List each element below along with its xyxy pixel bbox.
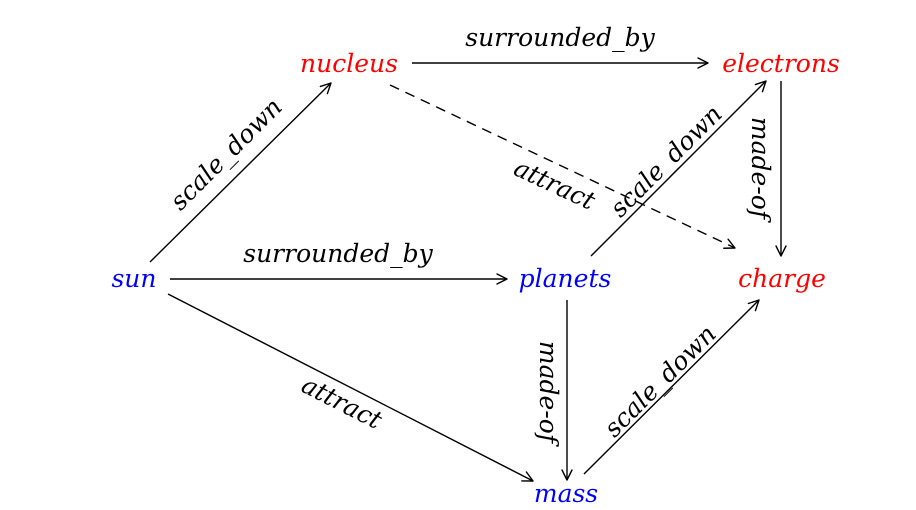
node-charge: charge <box>738 264 826 293</box>
edge-label-electrons-charge: made-of <box>746 117 775 223</box>
edge-label-sun-planets: surrounded_by <box>243 239 433 268</box>
edge-mass-charge <box>583 299 760 475</box>
edge-label-nucleus-electrons: surrounded_by <box>465 23 655 52</box>
nodes: nucleus electrons sun planets charge mas… <box>111 49 839 508</box>
edge-label-sun-mass: attract <box>297 370 388 435</box>
edge-sun-mass <box>167 293 534 482</box>
edge-labels: surrounded_by scale_down surrounded_by a… <box>164 23 775 447</box>
node-planets: planets <box>519 264 612 293</box>
edge-nucleus-charge-dashed <box>389 84 736 249</box>
node-mass: mass <box>534 479 598 508</box>
edges <box>149 57 787 482</box>
edge-label-planets-mass: made-of <box>534 341 563 447</box>
edge-label-mass-charge: scale_down <box>598 319 721 442</box>
edge-label-sun-nucleus: scale_down <box>164 92 287 215</box>
edge-planets-electrons <box>590 80 767 257</box>
edge-label-nucleus-charge: attract <box>510 153 601 216</box>
edge-label-planets-electrons: scale_down <box>604 99 727 222</box>
node-sun: sun <box>111 264 156 293</box>
node-electrons: electrons <box>722 49 840 78</box>
node-nucleus: nucleus <box>300 49 398 78</box>
edge-sun-nucleus <box>149 82 332 263</box>
